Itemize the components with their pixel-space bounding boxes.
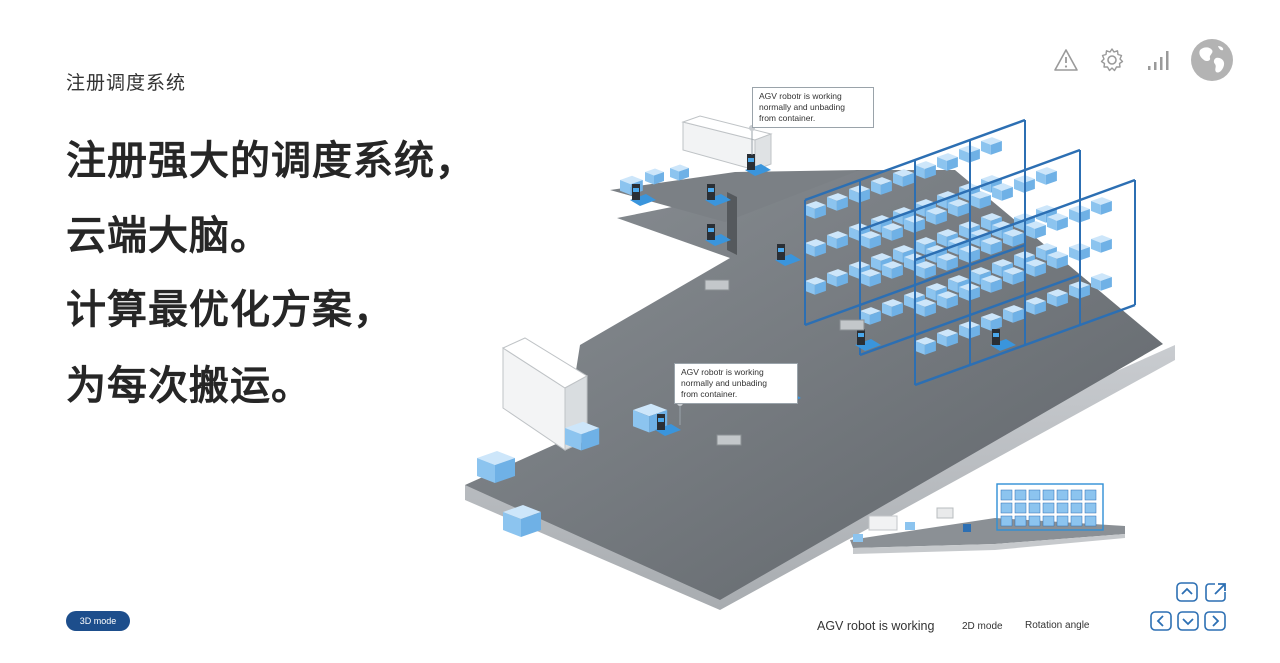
agv-robot <box>705 224 731 246</box>
callout-line: from container. <box>681 389 738 399</box>
rack-box <box>871 177 892 195</box>
pallet-box <box>477 451 515 483</box>
arrow-left-icon[interactable] <box>1150 611 1172 631</box>
agv-status-text: AGV robot is working <box>817 619 935 633</box>
rack-box <box>1003 267 1024 285</box>
rack-box <box>860 231 881 249</box>
headline-line-1: 注册强大的调度系统， <box>66 138 476 184</box>
chevron-down-icon[interactable] <box>1177 611 1199 631</box>
rack-box <box>937 253 958 271</box>
3d-mode-button[interactable]: 3D mode <box>66 611 130 631</box>
rack-box <box>937 291 958 309</box>
pallet-box <box>670 164 689 181</box>
page-subtitle: 注册调度系统 <box>66 72 187 94</box>
rack-box <box>827 269 848 287</box>
pallet-box <box>645 168 664 185</box>
rack-box <box>827 193 848 211</box>
agv-robot <box>630 184 656 206</box>
warning-icon[interactable] <box>1052 46 1080 74</box>
rack-box <box>893 169 914 187</box>
rack-box <box>1025 221 1046 239</box>
rack-box <box>948 199 969 217</box>
2d-mode-button[interactable]: 2D mode <box>962 621 1003 632</box>
pallet-box <box>565 421 600 451</box>
callout-line: normally and unbading <box>681 378 768 388</box>
callout-line: normally and unbading <box>759 102 846 112</box>
rack-box <box>915 337 936 355</box>
rack-box <box>805 277 826 295</box>
rack-box <box>1047 213 1068 231</box>
callout-line: AGV robotr is working <box>759 91 842 101</box>
rack-box <box>981 137 1002 155</box>
arrow-right-icon[interactable] <box>1204 611 1226 631</box>
rack-box <box>937 329 958 347</box>
external-link-icon[interactable] <box>1205 582 1227 602</box>
rack-box <box>1091 197 1112 215</box>
rotation-angle-button[interactable]: Rotation angle <box>1025 620 1090 631</box>
rack-box <box>981 237 1002 255</box>
callout-line: AGV robotr is working <box>681 367 764 377</box>
rack-box <box>970 191 991 209</box>
rack-box <box>926 207 947 225</box>
rack-box <box>981 313 1002 331</box>
pallet-box <box>503 505 541 537</box>
rack-box <box>1047 289 1068 307</box>
rack-box <box>915 261 936 279</box>
tray-cart <box>716 434 742 446</box>
rack-box <box>1047 251 1068 269</box>
storage-racks <box>804 118 1136 387</box>
signal-icon <box>1144 46 1172 74</box>
rack-box <box>882 223 903 241</box>
rack-box <box>1003 229 1024 247</box>
rack-box <box>937 153 958 171</box>
agv-status-callout: AGV robotr is working normally and unbad… <box>674 363 798 404</box>
rack-box <box>827 231 848 249</box>
tray-cart <box>704 279 730 291</box>
rack-box <box>992 183 1013 201</box>
agv-robot <box>745 154 771 176</box>
rack-box <box>1003 305 1024 323</box>
agv-robot <box>705 184 731 206</box>
rack-box <box>805 201 826 219</box>
tray-cart <box>839 319 865 331</box>
rack-box <box>882 261 903 279</box>
rack-box <box>981 275 1002 293</box>
collapse-icon[interactable] <box>1176 582 1198 602</box>
rack-box <box>1069 205 1090 223</box>
rack-box <box>1014 175 1035 193</box>
gear-icon[interactable] <box>1098 46 1126 74</box>
agv-robot <box>655 414 681 436</box>
callout-line: from container. <box>759 113 816 123</box>
rack-box <box>1025 259 1046 277</box>
headline-line-4: 为每次搬运。 <box>66 363 312 409</box>
rack-box <box>915 299 936 317</box>
headline-line-3: 计算最优化方案， <box>66 287 394 333</box>
rack-box <box>882 299 903 317</box>
pallet-boxes <box>477 164 689 537</box>
globe-icon[interactable] <box>1190 38 1234 82</box>
agv-robot <box>990 329 1016 351</box>
agv-robot <box>855 329 881 351</box>
rack-box <box>959 145 980 163</box>
rack-box <box>959 283 980 301</box>
rack-box <box>1091 273 1112 291</box>
minimap[interactable] <box>845 478 1130 558</box>
warehouse-3d-scene[interactable] <box>455 80 1175 620</box>
rack-box <box>1091 235 1112 253</box>
agv-robot <box>775 244 801 266</box>
agv-status-callout: AGV robotr is working normally and unbad… <box>752 87 874 128</box>
rack-box <box>860 269 881 287</box>
headline-line-2: 云端大脑。 <box>66 213 271 259</box>
rack-box <box>805 239 826 257</box>
rack-box <box>1036 167 1057 185</box>
top-toolbar <box>1052 38 1234 82</box>
rack-box <box>1025 297 1046 315</box>
rack-box <box>915 161 936 179</box>
